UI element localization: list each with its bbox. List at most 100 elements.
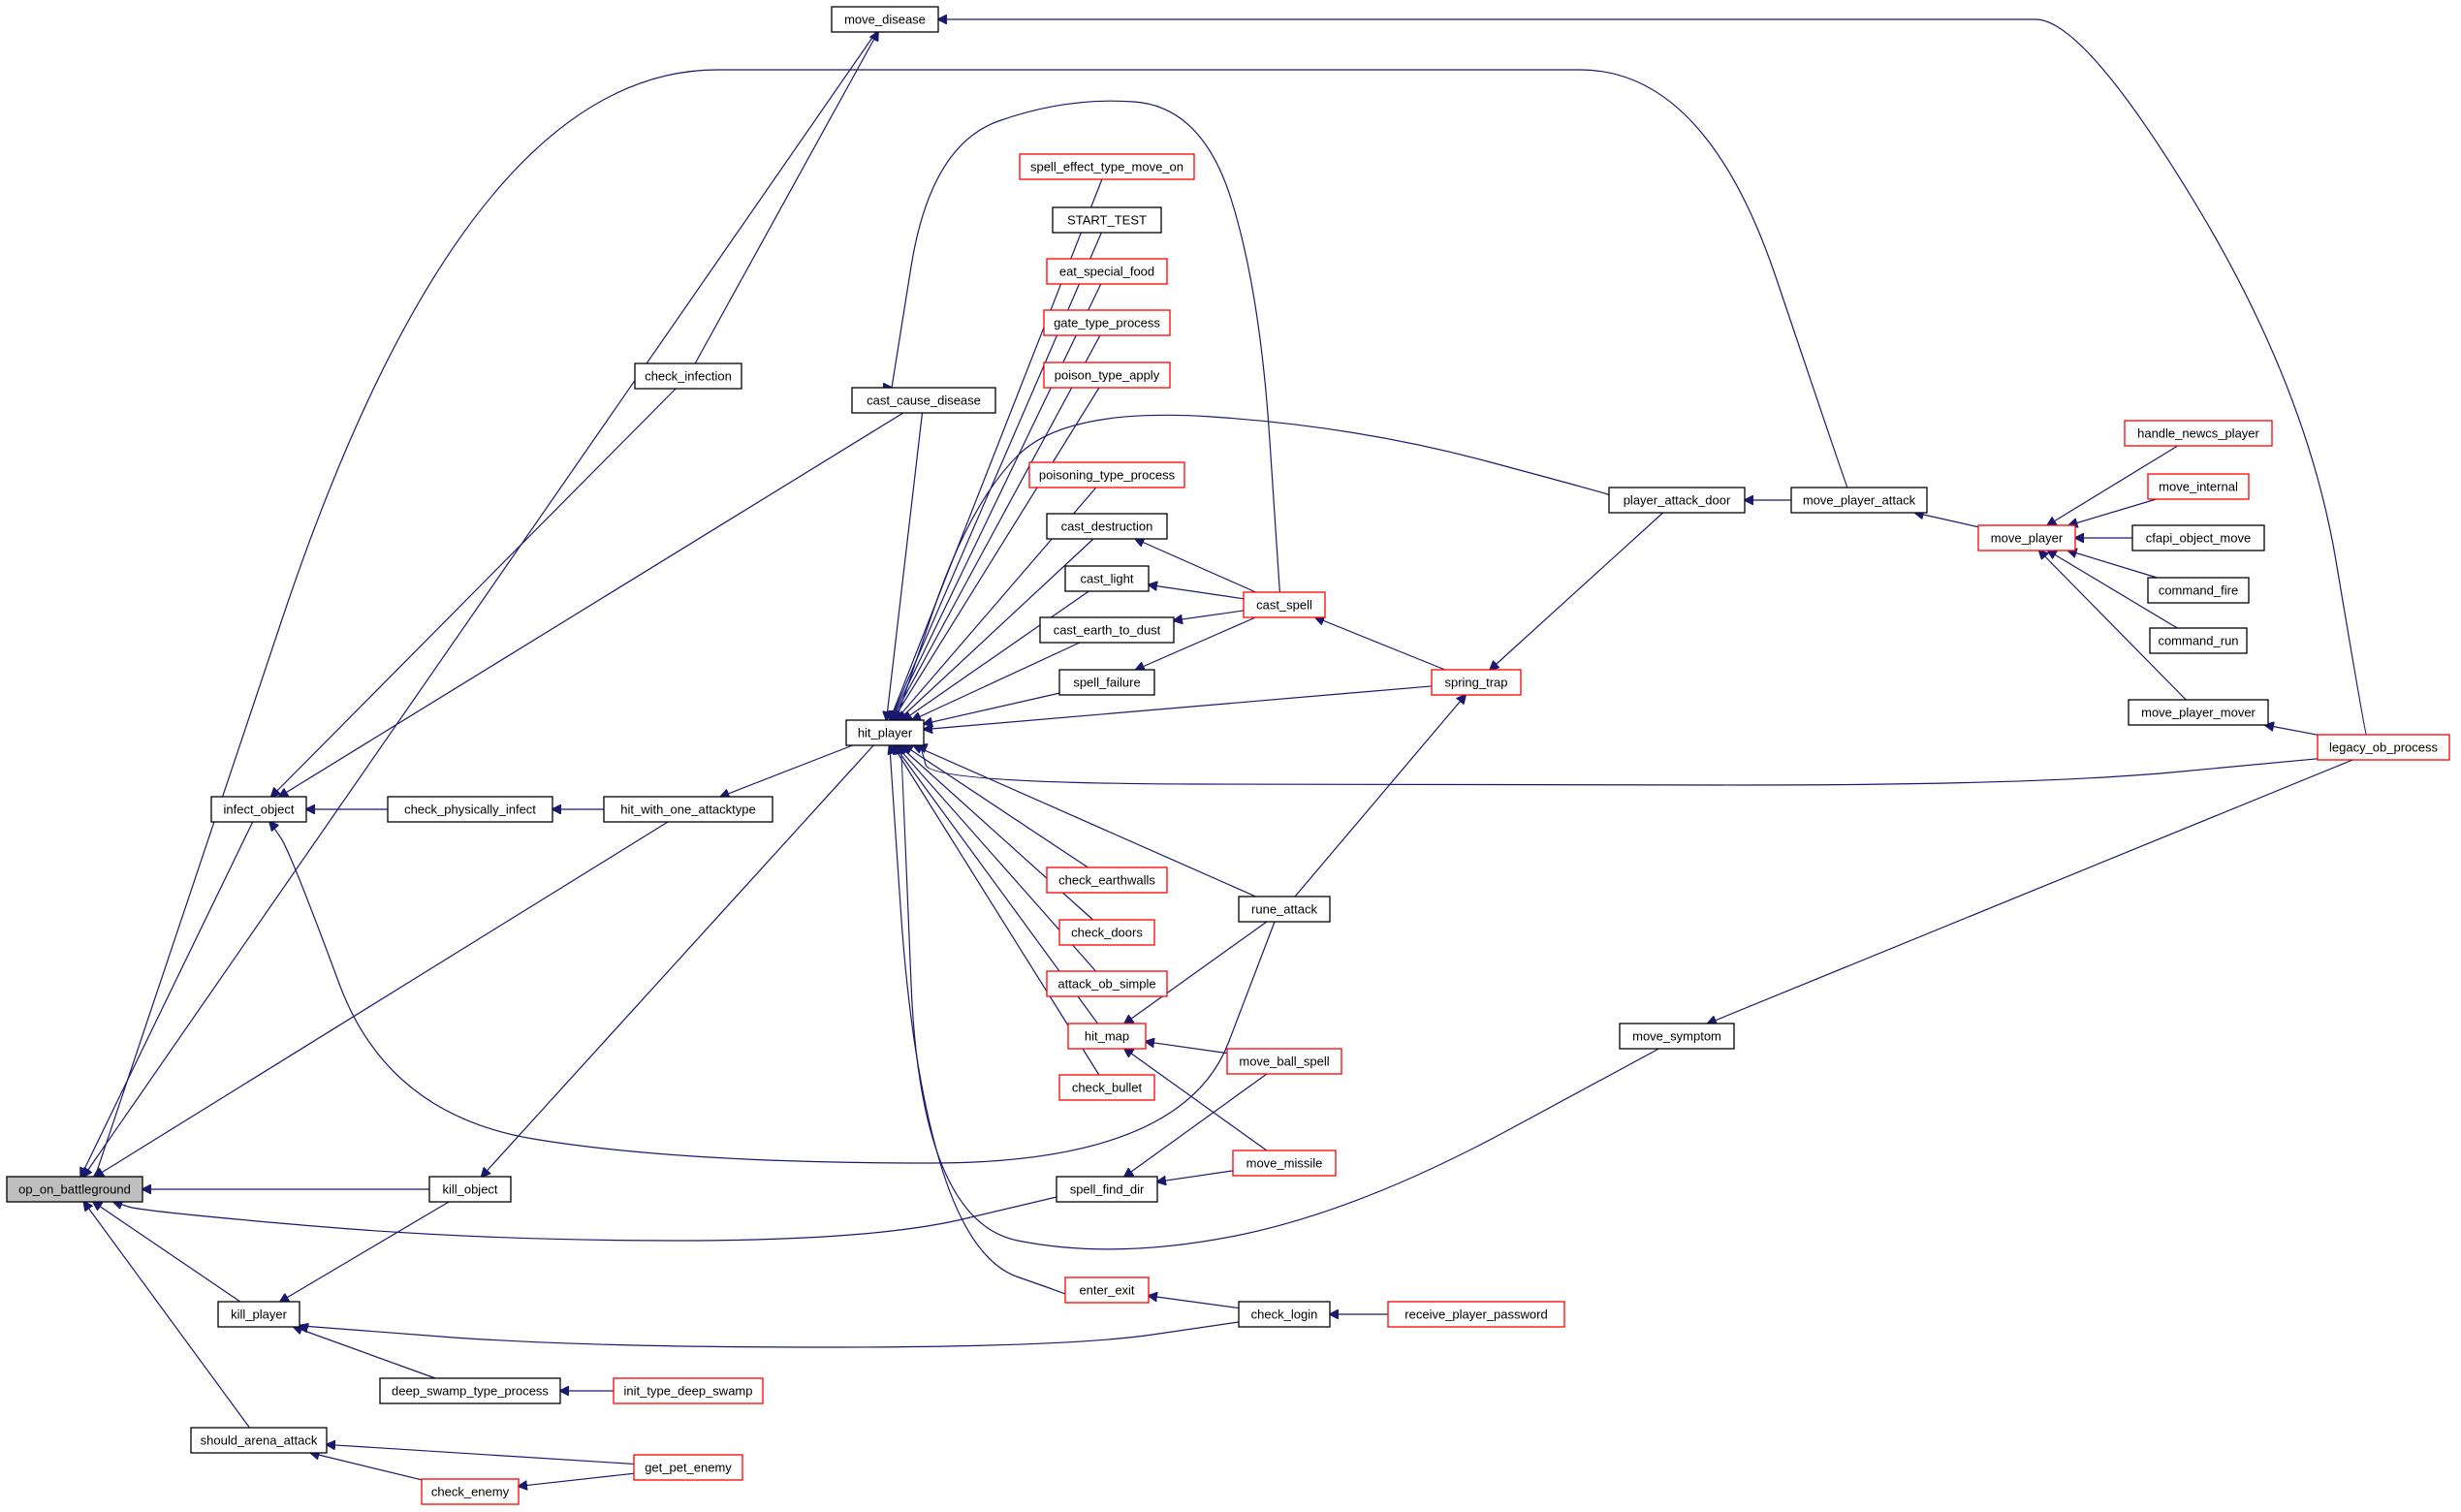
node-box[interactable] (1056, 1176, 1158, 1203)
node-deep_swamp_type_process[interactable]: deep_swamp_type_process (379, 1377, 561, 1404)
node-box[interactable] (1619, 1023, 1735, 1050)
node-move_disease[interactable]: move_disease (831, 6, 939, 33)
node-spell_effect_type_move_on[interactable]: spell_effect_type_move_on (1019, 153, 1195, 180)
node-hit_player[interactable]: hit_player (845, 719, 925, 746)
node-box[interactable] (2124, 420, 2273, 447)
node-START_TEST[interactable]: START_TEST (1052, 206, 1162, 234)
node-hit_with_one_attacktype[interactable]: hit_with_one_attacktype (603, 796, 773, 823)
node-spring_trap[interactable]: spring_trap (1431, 669, 1522, 696)
node-poisoning_type_process[interactable]: poisoning_type_process (1028, 461, 1185, 488)
node-cast_destruction[interactable]: cast_destruction (1046, 513, 1168, 540)
node-get_pet_enemy[interactable]: get_pet_enemy (633, 1454, 743, 1481)
node-box[interactable] (1790, 487, 1928, 514)
node-box[interactable] (634, 362, 742, 390)
node-box[interactable] (603, 796, 773, 823)
node-check_bullet[interactable]: check_bullet (1058, 1074, 1155, 1101)
node-box[interactable] (1028, 461, 1185, 488)
node-box[interactable] (1052, 206, 1162, 234)
node-check_doors[interactable]: check_doors (1058, 919, 1155, 946)
node-box[interactable] (633, 1454, 743, 1481)
node-player_attack_door[interactable]: player_attack_door (1608, 487, 1746, 514)
node-should_arena_attack[interactable]: should_arena_attack (190, 1427, 328, 1454)
node-legacy_ob_process[interactable]: legacy_ob_process (2317, 734, 2450, 761)
node-command_run[interactable]: command_run (2149, 627, 2248, 654)
node-box[interactable] (1431, 669, 1522, 696)
node-check_earthwalls[interactable]: check_earthwalls (1046, 866, 1168, 894)
node-box[interactable] (1238, 1301, 1331, 1328)
node-box[interactable] (2147, 473, 2250, 500)
node-spell_find_dir[interactable]: spell_find_dir (1056, 1176, 1158, 1203)
node-hit_map[interactable]: hit_map (1067, 1023, 1147, 1050)
node-box[interactable] (2131, 524, 2265, 551)
node-gate_type_process[interactable]: gate_type_process (1043, 309, 1171, 336)
node-move_internal[interactable]: move_internal (2147, 473, 2250, 500)
node-receive_player_password[interactable]: receive_player_password (1387, 1301, 1565, 1328)
node-command_fire[interactable]: command_fire (2147, 577, 2250, 604)
node-kill_object[interactable]: kill_object (428, 1176, 512, 1203)
node-box[interactable] (851, 387, 996, 414)
node-box[interactable] (1064, 565, 1150, 592)
node-box[interactable] (1064, 1276, 1150, 1304)
node-box[interactable] (421, 1478, 520, 1505)
node-rune_attack[interactable]: rune_attack (1238, 896, 1331, 923)
node-box[interactable] (845, 719, 925, 746)
node-op_on_battleground[interactable]: op_on_battleground (6, 1176, 143, 1203)
node-box[interactable] (1058, 1074, 1155, 1101)
node-box[interactable] (190, 1427, 328, 1454)
node-init_type_deep_swamp[interactable]: init_type_deep_swamp (613, 1377, 764, 1404)
node-box[interactable] (217, 1301, 300, 1328)
node-check_infection[interactable]: check_infection (634, 362, 742, 390)
node-spell_failure[interactable]: spell_failure (1058, 669, 1155, 696)
node-box[interactable] (1232, 1150, 1337, 1177)
node-box[interactable] (2147, 577, 2250, 604)
node-poison_type_apply[interactable]: poison_type_apply (1043, 362, 1171, 389)
node-box[interactable] (1046, 513, 1168, 540)
node-box[interactable] (1043, 362, 1171, 389)
node-cast_spell[interactable]: cast_spell (1243, 591, 1326, 618)
node-box[interactable] (2317, 734, 2450, 761)
node-move_player[interactable]: move_player (1977, 524, 2076, 551)
node-box[interactable] (1067, 1023, 1147, 1050)
node-check_enemy[interactable]: check_enemy (421, 1478, 520, 1505)
node-box[interactable] (1243, 591, 1326, 618)
node-box[interactable] (379, 1377, 561, 1404)
node-box[interactable] (6, 1176, 143, 1203)
node-box[interactable] (210, 796, 307, 823)
node-box[interactable] (1238, 896, 1331, 923)
node-box[interactable] (2149, 627, 2248, 654)
node-box[interactable] (1226, 1048, 1342, 1075)
node-check_physically_infect[interactable]: check_physically_infect (387, 796, 553, 823)
node-box[interactable] (1608, 487, 1746, 514)
node-box[interactable] (2128, 699, 2269, 726)
node-handle_newcs_player[interactable]: handle_newcs_player (2124, 420, 2273, 447)
node-box[interactable] (613, 1377, 764, 1404)
node-move_player_attack[interactable]: move_player_attack (1790, 487, 1928, 514)
node-cast_light[interactable]: cast_light (1064, 565, 1150, 592)
node-box[interactable] (1019, 153, 1195, 180)
node-box[interactable] (1058, 669, 1155, 696)
node-move_missile[interactable]: move_missile (1232, 1150, 1337, 1177)
node-box[interactable] (1043, 309, 1171, 336)
node-box[interactable] (1058, 919, 1155, 946)
node-eat_special_food[interactable]: eat_special_food (1046, 258, 1168, 285)
node-box[interactable] (428, 1176, 512, 1203)
node-attack_ob_simple[interactable]: attack_ob_simple (1046, 970, 1168, 997)
node-infect_object[interactable]: infect_object (210, 796, 307, 823)
node-move_player_mover[interactable]: move_player_mover (2128, 699, 2269, 726)
node-box[interactable] (1977, 524, 2076, 551)
node-move_ball_spell[interactable]: move_ball_spell (1226, 1048, 1342, 1075)
node-box[interactable] (1387, 1301, 1565, 1328)
node-box[interactable] (831, 6, 939, 33)
node-move_symptom[interactable]: move_symptom (1619, 1023, 1735, 1050)
node-kill_player[interactable]: kill_player (217, 1301, 300, 1328)
node-enter_exit[interactable]: enter_exit (1064, 1276, 1150, 1304)
node-box[interactable] (1046, 258, 1168, 285)
node-check_login[interactable]: check_login (1238, 1301, 1331, 1328)
node-box[interactable] (1046, 970, 1168, 997)
node-box[interactable] (387, 796, 553, 823)
node-box[interactable] (1039, 616, 1175, 644)
node-cfapi_object_move[interactable]: cfapi_object_move (2131, 524, 2265, 551)
node-cast_cause_disease[interactable]: cast_cause_disease (851, 387, 996, 414)
node-cast_earth_to_dust[interactable]: cast_earth_to_dust (1039, 616, 1175, 644)
node-box[interactable] (1046, 866, 1168, 894)
